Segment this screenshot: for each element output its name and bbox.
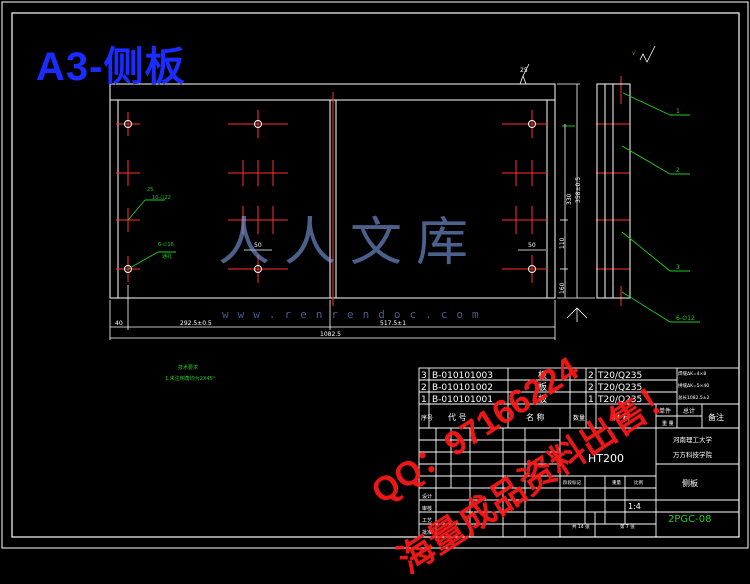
dim-spacing-right: 50 [528, 242, 536, 249]
tb-school2: 万方科技学院 [673, 450, 713, 459]
bom-0-mat: T20/Q235 [597, 371, 642, 381]
bom-0-code: B-010101003 [432, 371, 493, 381]
tb-role-2: 工艺 [422, 518, 432, 524]
cad-drawing: 1 2 3 6-∅12 √ 25 40 292.5±0.5 517.5±1 10… [1, 1, 749, 549]
dim-right-b: 358±0.5 [575, 177, 582, 203]
tb-scale-label: 比例 [634, 479, 643, 486]
dim-right-a: 330 [566, 193, 573, 205]
callout-3: 3 [676, 264, 680, 271]
dim-span1: 292.5±0.5 [180, 320, 212, 327]
site-logo: 人人文库 [218, 213, 483, 273]
bom-rows: 3 B-010101003 板 2 T20/Q235 2 B-010101002… [421, 369, 642, 405]
title-block-texts: HT200 河南理工大学 万方科技学院 侧板 1:4 阶段标记 重量 比例 共 … [422, 435, 713, 536]
tech-notes-line: 1.未注倒角均为2X45° [165, 375, 216, 382]
side-labels: 1 2 3 6-∅12 [676, 108, 695, 322]
hole-callout-b-top: 6-∅16 [158, 242, 174, 248]
hole-callout-a-top: 25 [147, 187, 153, 193]
tech-notes-title: 技术要求 [178, 364, 198, 371]
bom-header-code: 代 号 [448, 412, 467, 422]
bom-1-qty: 2 [588, 383, 594, 393]
inner-border [11, 12, 740, 538]
bom-header-qty: 数量 [573, 414, 585, 422]
tb-sheet-total: 共 14 张 [572, 523, 590, 530]
tb-drawing-no: 2PGC-08 [668, 514, 711, 525]
tb-role-3: 批准 [422, 529, 432, 536]
hole-callouts: 25 10-∅22 6-∅16 通孔 [147, 187, 174, 260]
right-notes: 焊缝ΔK=4×8 拼缝ΔK=5×40 总长1082.5±2 [678, 370, 710, 401]
dim-span2: 517.5±1 [380, 320, 406, 327]
tb-role-1: 审核 [422, 505, 432, 512]
bom-2-code: B-010101001 [432, 395, 493, 405]
dimension-texts: 25 40 292.5±0.5 517.5±1 1082.5 50 50 330… [115, 67, 582, 338]
bom-2-name: 板 [538, 393, 547, 405]
bom-0-num: 3 [421, 371, 427, 381]
bom-2-mat: T20/Q235 [597, 395, 642, 405]
tb-sheet-num: 第 7 张 [620, 523, 635, 530]
bom-header-weight: 单件 [659, 407, 671, 415]
tech-notes: 技术要求 1.未注倒角均为2X45° [165, 364, 216, 382]
bom-2-num: 1 [421, 395, 427, 405]
bom-0-name: 板 [538, 369, 547, 381]
bom-1-num: 2 [421, 383, 427, 393]
callout-4: 6-∅12 [676, 315, 695, 322]
right-note-0: 焊缝ΔK=4×8 [678, 370, 706, 377]
bom-header-name: 名 称 [526, 412, 545, 422]
title-block-grid [418, 367, 740, 538]
roughness-top: 25 [520, 67, 528, 74]
tb-part-name: 侧板 [682, 478, 698, 488]
site-logo-url: www.renrendoc.com [222, 308, 488, 321]
side-leaders [127, 92, 700, 323]
bom-1-code: B-010101002 [432, 383, 493, 393]
bom-1-mat: T20/Q235 [597, 383, 642, 393]
bom-1-name: 板 [538, 381, 547, 393]
right-note-1: 拼缝ΔK=5×40 [678, 382, 709, 389]
callout-1: 1 [676, 108, 680, 115]
holes [124, 120, 536, 273]
dim-total: 1082.5 [320, 331, 341, 338]
bom-2-qty: 1 [588, 395, 594, 405]
dim-left-offset: 40 [115, 320, 123, 327]
tb-weight-label: 重量 [612, 479, 621, 486]
hole-callout-b-label: 通孔 [162, 253, 172, 260]
tb-stage-label: 阶段标记 [563, 479, 581, 486]
side-view [596, 83, 631, 299]
bom-header: 序号 代 号 名 称 数量 材 料 单件 总计 重 量 备注 [421, 407, 724, 427]
outer-border [1, 1, 749, 549]
tb-role-0: 设计 [422, 493, 432, 500]
bom-header-num: 序号 [421, 414, 433, 422]
dim-spacing-left: 50 [254, 242, 262, 249]
dim-right-d: 160 [559, 282, 566, 294]
tb-scale: 1:4 [628, 502, 641, 511]
bom-0-qty: 2 [588, 371, 594, 381]
tb-school1: 河南理工大学 [673, 435, 713, 444]
callout-2: 2 [676, 167, 680, 174]
bom-header-weight-sub: 重 量 [662, 420, 674, 427]
dim-right-c: 110 [559, 237, 566, 249]
bom-header-mat: 材 料 [612, 412, 631, 422]
hole-callout-a-label: 10-∅22 [152, 195, 171, 201]
bom-header-total: 总计 [683, 407, 695, 415]
right-note-2: 总长1082.5±2 [678, 394, 710, 401]
tb-material: HT200 [588, 452, 624, 465]
bom-header-note: 备注 [708, 412, 724, 422]
dimension-lines [109, 45, 656, 340]
sheet-title: A3-侧板 [36, 45, 186, 89]
roughness-corner: √ [632, 50, 636, 57]
center-lines [116, 76, 630, 306]
